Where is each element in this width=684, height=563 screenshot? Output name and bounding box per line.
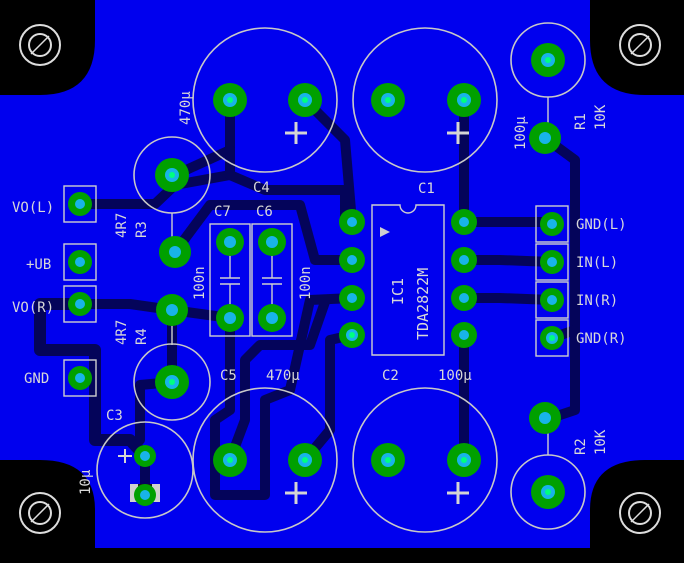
pad-c3-b	[134, 484, 156, 506]
label-ub: +UB	[26, 257, 51, 273]
pad-ic-2	[339, 247, 365, 273]
pad-c2-a	[371, 443, 405, 477]
label-gnd: GND	[24, 371, 49, 387]
pad-ic-3	[339, 285, 365, 311]
label-c1-value: 470µ	[178, 91, 194, 125]
pad-ic-5	[451, 322, 477, 348]
label-r1-value: 10K	[593, 104, 609, 130]
label-c3-value: 10µ	[78, 469, 94, 495]
labels: 470µ C1 100µ R1 10K C4 C7 C6 4R7 R3 100n…	[12, 91, 627, 495]
pad-c3-a	[134, 445, 156, 467]
label-r2-name: R2	[573, 438, 589, 455]
pad-ic-8	[451, 209, 477, 235]
label-c5-name: C5	[220, 368, 237, 384]
pad-c7-b	[216, 304, 244, 332]
label-c2-name: C2	[382, 368, 399, 384]
pad-vo-l	[68, 192, 92, 216]
label-r2-value: 10K	[593, 429, 609, 455]
label-r3-name: R3	[134, 221, 150, 238]
pad-r3-b	[159, 236, 191, 268]
board-edge-bottom	[0, 548, 684, 563]
pad-c6-b	[258, 304, 286, 332]
label-r1-name: R1	[573, 113, 589, 130]
pad-in-r	[540, 288, 564, 312]
label-in-l: IN(L)	[576, 255, 618, 271]
pad-cap-top-right-a	[371, 83, 405, 117]
label-c5-value: 470µ	[266, 368, 300, 384]
label-c1-name: C1	[418, 181, 435, 197]
mounting-hole-bottom-left	[19, 492, 61, 534]
pad-r2-a	[529, 402, 561, 434]
corner-keepout-bottom-right	[590, 460, 684, 563]
pad-c5-a	[213, 443, 247, 477]
label-c4-name: C4	[253, 180, 270, 196]
label-c2-value: 100µ	[438, 368, 472, 384]
pad-vo-r	[68, 292, 92, 316]
pad-c6-a	[258, 228, 286, 256]
pad-c1-b	[288, 83, 322, 117]
corner-keepout-bottom-left	[0, 460, 95, 563]
label-r3-value: 4R7	[114, 213, 130, 238]
pad-gnd-l	[540, 212, 564, 236]
label-in-r: IN(R)	[576, 293, 618, 309]
label-c7-value: 100n	[192, 266, 208, 300]
label-gnd-l: GND(L)	[576, 217, 627, 233]
pad-in-l	[540, 250, 564, 274]
label-c3-name: C3	[106, 408, 123, 424]
pad-r4-a	[156, 294, 188, 326]
label-c6-value: 100n	[298, 266, 314, 300]
pad-ic-7	[451, 247, 477, 273]
label-vo-l: VO(L)	[12, 200, 54, 216]
mounting-hole-top-left	[19, 24, 61, 66]
mounting-hole-top-right	[619, 24, 661, 66]
label-r4-name: R4	[134, 328, 150, 345]
pad-ub	[68, 250, 92, 274]
pad-c2-b	[447, 443, 481, 477]
pad-cap-top-right-b	[447, 83, 481, 117]
label-ic-part: TDA2822M	[414, 268, 432, 340]
pad-r4-b	[155, 365, 189, 399]
label-gnd-r: GND(R)	[576, 331, 627, 347]
mounting-hole-bottom-right	[619, 492, 661, 534]
corner-keepout-top-left	[0, 0, 95, 95]
label-r4-value: 4R7	[114, 320, 130, 345]
label-ic-name: IC1	[389, 278, 407, 305]
pad-ic-4	[339, 322, 365, 348]
pad-ic-6	[451, 285, 477, 311]
label-c7-name: C7	[214, 204, 231, 220]
pad-gnd	[68, 366, 92, 390]
pad-r1-a	[531, 43, 565, 77]
label-c6-name: C6	[256, 204, 273, 220]
pad-c1-a	[213, 83, 247, 117]
pad-r1-b	[529, 122, 561, 154]
pad-c5-b	[288, 443, 322, 477]
label-top-right-cap-value: 100µ	[513, 116, 529, 150]
pad-gnd-r	[540, 326, 564, 350]
label-vo-r: VO(R)	[12, 300, 54, 316]
pad-r2-b	[531, 475, 565, 509]
pad-r3-a	[155, 158, 189, 192]
pads	[68, 43, 565, 509]
pad-ic-1	[339, 209, 365, 235]
pad-c7-a	[216, 228, 244, 256]
